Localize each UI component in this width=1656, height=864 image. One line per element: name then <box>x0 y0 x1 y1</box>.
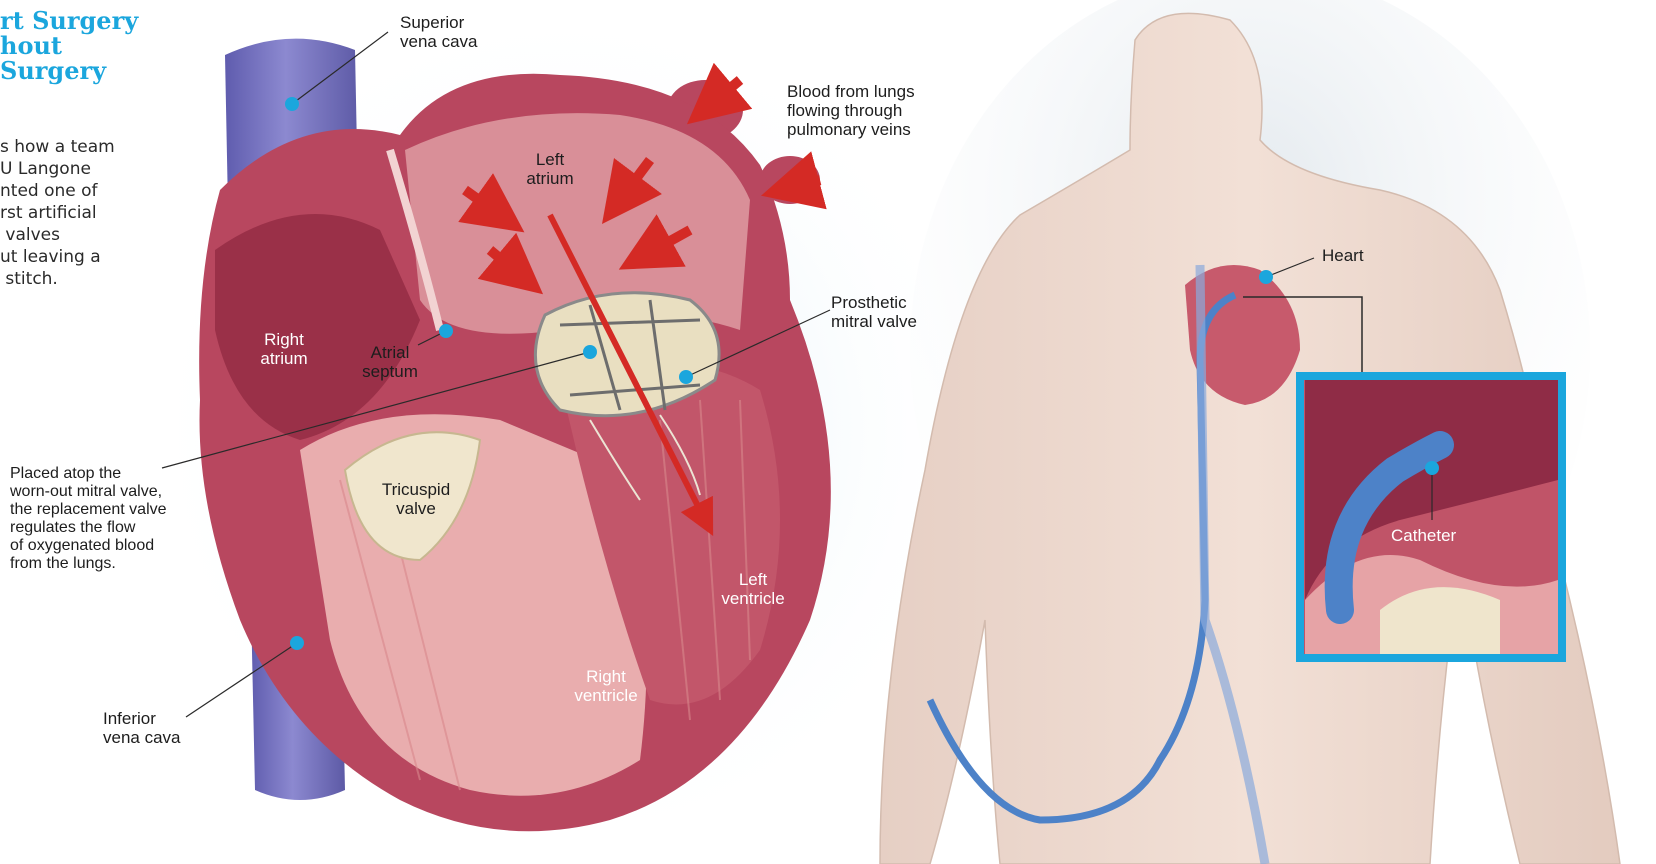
intro-text: s how a team U Langone nted one of rst a… <box>0 136 180 290</box>
label-inferior-vena-cava: Inferior vena cava <box>103 709 181 747</box>
label-blood-from-lungs: Blood from lungs flowing through pulmona… <box>787 82 915 139</box>
label-right-ventricle: Right ventricle <box>558 667 654 705</box>
marker-dot-catheter <box>1425 461 1439 475</box>
label-atrial-septum: Atrial septum <box>350 343 430 381</box>
label-placed-atop: Placed atop the worn-out mitral valve, t… <box>10 465 167 573</box>
marker-dot-placed-atop <box>583 345 597 359</box>
label-heart: Heart <box>1322 246 1364 265</box>
marker-dot-prosthetic-valve <box>679 370 693 384</box>
page-title: rt Surgery hout Surgery <box>0 8 180 83</box>
catheter-inset <box>1300 376 1562 658</box>
label-prosthetic-mitral-valve: Prosthetic mitral valve <box>831 293 917 331</box>
label-left-atrium: Left atrium <box>510 150 590 188</box>
marker-dot-atrial-septum <box>439 324 453 338</box>
marker-dot-heart <box>1259 270 1273 284</box>
marker-dot-superior-vena-cava <box>285 97 299 111</box>
label-superior-vena-cava: Superior vena cava <box>400 13 478 51</box>
body-diagram <box>880 0 1620 864</box>
marker-dot-inferior-vena-cava <box>290 636 304 650</box>
label-right-atrium: Right atrium <box>236 330 332 368</box>
label-catheter: Catheter <box>1391 526 1456 545</box>
label-left-ventricle: Left ventricle <box>705 570 801 608</box>
label-tricuspid-valve: Tricuspid valve <box>368 480 464 518</box>
